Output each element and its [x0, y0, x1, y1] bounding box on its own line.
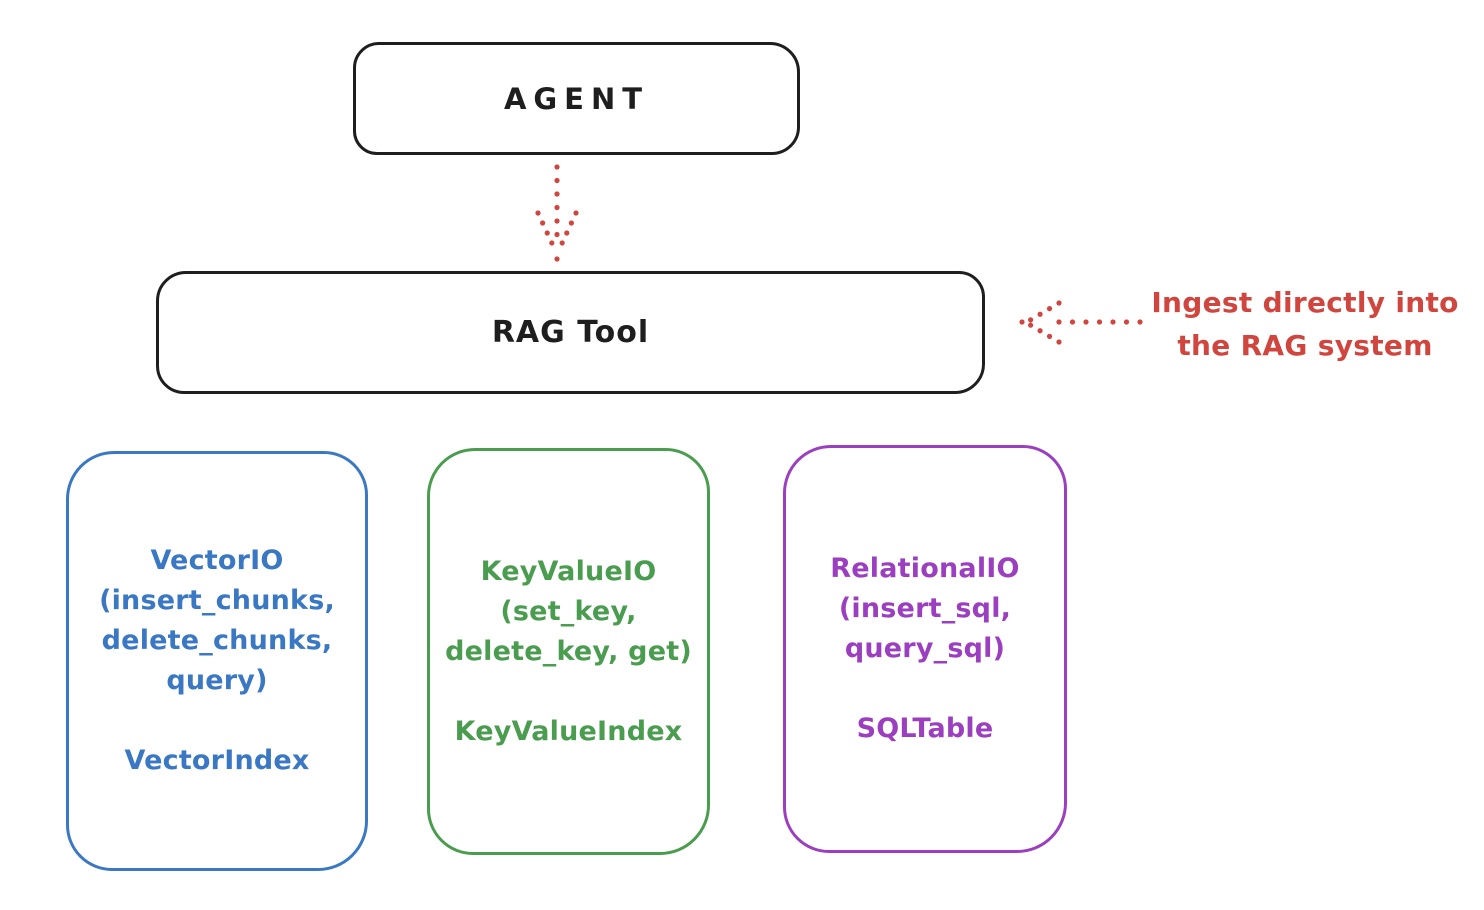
- relational-io-node: RelationalIO (insert_sql, query_sql) SQL…: [783, 445, 1067, 853]
- index-label: SQLTable: [856, 713, 994, 744]
- method-line: delete_chunks,: [101, 625, 333, 656]
- method-line: query_sql): [844, 633, 1006, 664]
- node-title: RelationalIO: [830, 553, 1020, 584]
- text-gap: [99, 701, 335, 741]
- agent-to-rag-arrow-head-right: [555, 210, 579, 255]
- ingest-annotation-line2: the RAG system: [1177, 329, 1433, 362]
- method-line: (insert_sql,: [838, 593, 1012, 624]
- keyvalue-io-text: KeyValueIO (set_key, delete_key, get) Ke…: [445, 552, 692, 752]
- ingest-arrow-head-upper: [1024, 300, 1062, 325]
- vector-io-text: VectorIO (insert_chunks, delete_chunks, …: [99, 541, 335, 781]
- agent-node: AGENT: [353, 42, 800, 155]
- method-line: query): [166, 665, 268, 696]
- keyvalue-io-node: KeyValueIO (set_key, delete_key, get) Ke…: [427, 448, 710, 855]
- ingest-annotation: Ingest directly into the RAG system: [1138, 281, 1472, 367]
- index-label: VectorIndex: [124, 745, 310, 776]
- rag-tool-node: RAG Tool: [156, 271, 985, 394]
- method-line: delete_key, get): [445, 635, 692, 667]
- ingest-annotation-line1: Ingest directly into: [1151, 286, 1459, 319]
- agent-node-label: AGENT: [503, 81, 650, 116]
- text-gap: [445, 672, 692, 712]
- index-label: KeyValueIndex: [454, 715, 683, 747]
- vector-io-node: VectorIO (insert_chunks, delete_chunks, …: [66, 451, 368, 871]
- ingest-arrow-head-lower: [1024, 320, 1062, 345]
- method-line: (set_key,: [500, 595, 637, 627]
- text-gap: [830, 669, 1019, 709]
- method-line: (insert_chunks,: [99, 585, 335, 616]
- rag-tool-node-label: RAG Tool: [491, 315, 650, 350]
- node-title: VectorIO: [150, 545, 284, 576]
- agent-to-rag-arrow-head-left: [535, 210, 559, 255]
- node-title: KeyValueIO: [480, 555, 657, 587]
- relational-io-text: RelationalIO (insert_sql, query_sql) SQL…: [830, 549, 1019, 749]
